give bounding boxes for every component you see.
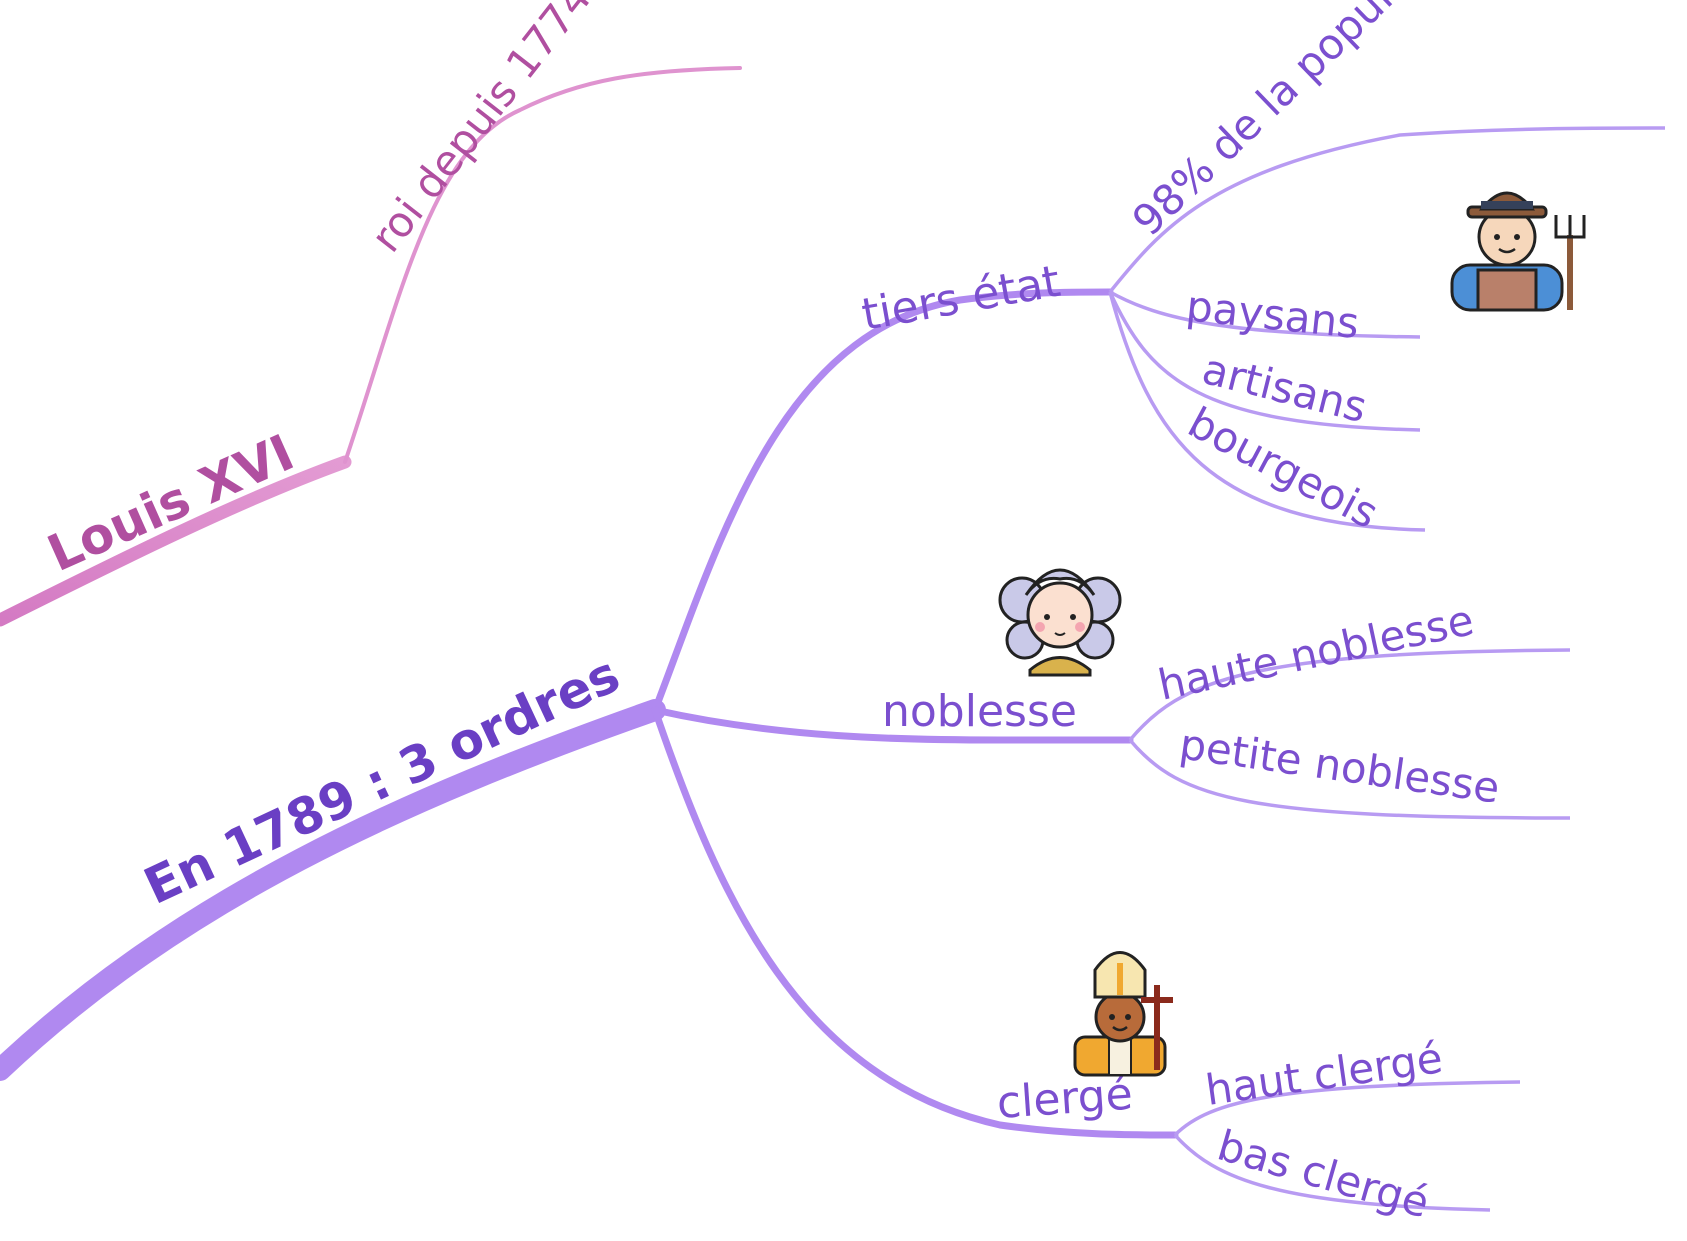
connector-haut-clerge: [1173, 1080, 1521, 1137]
connector-clerge: [651, 706, 1179, 1139]
branch-3-ordres: En 1789 : 3 ordres tiers état 98% de la …: [0, 0, 1666, 1228]
branch-louis-xvi: Louis XVI roi depuis 1774: [0, 0, 742, 627]
connector-bas-clerge: [1173, 1133, 1491, 1212]
bishop-with-cross-icon: [1073, 951, 1173, 1077]
node-noblesse: noblesse: [882, 686, 1077, 737]
noble-with-wig-icon: [998, 568, 1122, 677]
node-louis-xvi: Louis XVI: [39, 423, 302, 583]
node-en-1789: En 1789 : 3 ordres: [136, 645, 629, 916]
peasant-with-pitchfork-icon: [1450, 191, 1586, 312]
connector-noblesse: [651, 706, 1134, 744]
node-clerge: clergé: [995, 1069, 1134, 1129]
node-haute-noblesse: haute noblesse: [1154, 595, 1478, 710]
connector-paysans: [1109, 290, 1421, 339]
connector-louis-main: [0, 455, 352, 627]
node-tiers-etat: tiers état: [858, 256, 1064, 341]
node-paysans: paysans: [1184, 281, 1362, 348]
node-98-population: 98% de la population: [1123, 0, 1478, 245]
connector-ordres-main: [0, 699, 666, 1081]
connector-petite-noblesse: [1128, 738, 1571, 820]
connector-tiers-etat: [651, 288, 1114, 714]
connector-haute-noblesse: [1128, 648, 1571, 742]
connector-bourgeois: [1108, 291, 1426, 532]
node-roi-depuis-1774: roi depuis 1774: [361, 0, 601, 261]
connector-98: [1108, 126, 1666, 294]
connector-artisans: [1108, 291, 1421, 432]
connector-louis-child: [343, 66, 742, 464]
node-haut-clerge: haut clergé: [1203, 1033, 1446, 1115]
node-bas-clerge: bas clergé: [1212, 1121, 1434, 1228]
node-petite-noblesse: petite noblesse: [1177, 719, 1503, 812]
